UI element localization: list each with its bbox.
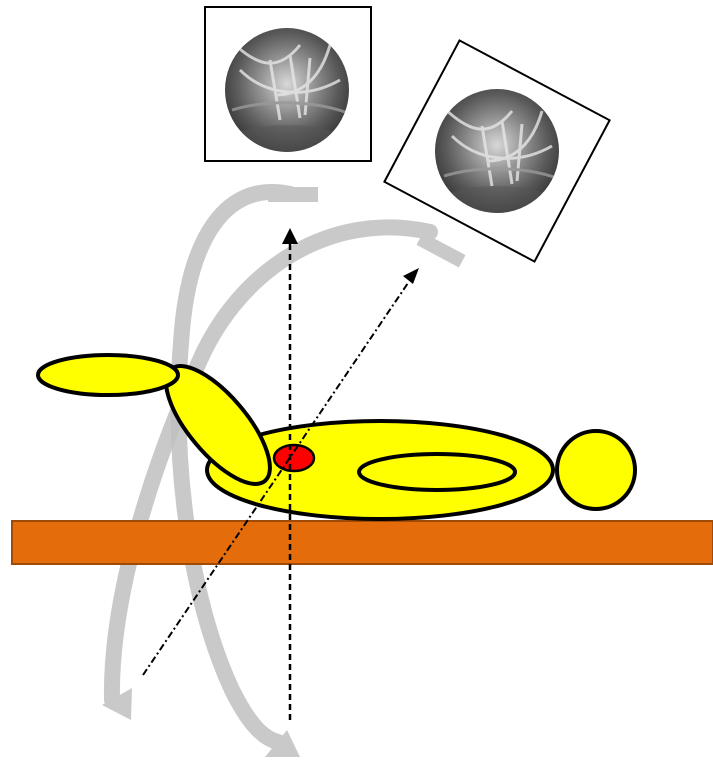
patient-head: [557, 431, 635, 509]
beam-oblique-arrowhead: [403, 268, 419, 284]
patient-body-inner: [359, 454, 515, 490]
c-arm-oblique-detector: [417, 233, 466, 268]
patient-forearm: [38, 355, 178, 395]
target-lesion: [274, 445, 314, 471]
patient-figure: [38, 350, 635, 519]
beam-vertical-arrowhead: [282, 228, 298, 244]
patient-table: [12, 521, 713, 564]
c-arm-vertical-detector: [268, 187, 318, 202]
fluoro-image-ap: [205, 7, 371, 161]
